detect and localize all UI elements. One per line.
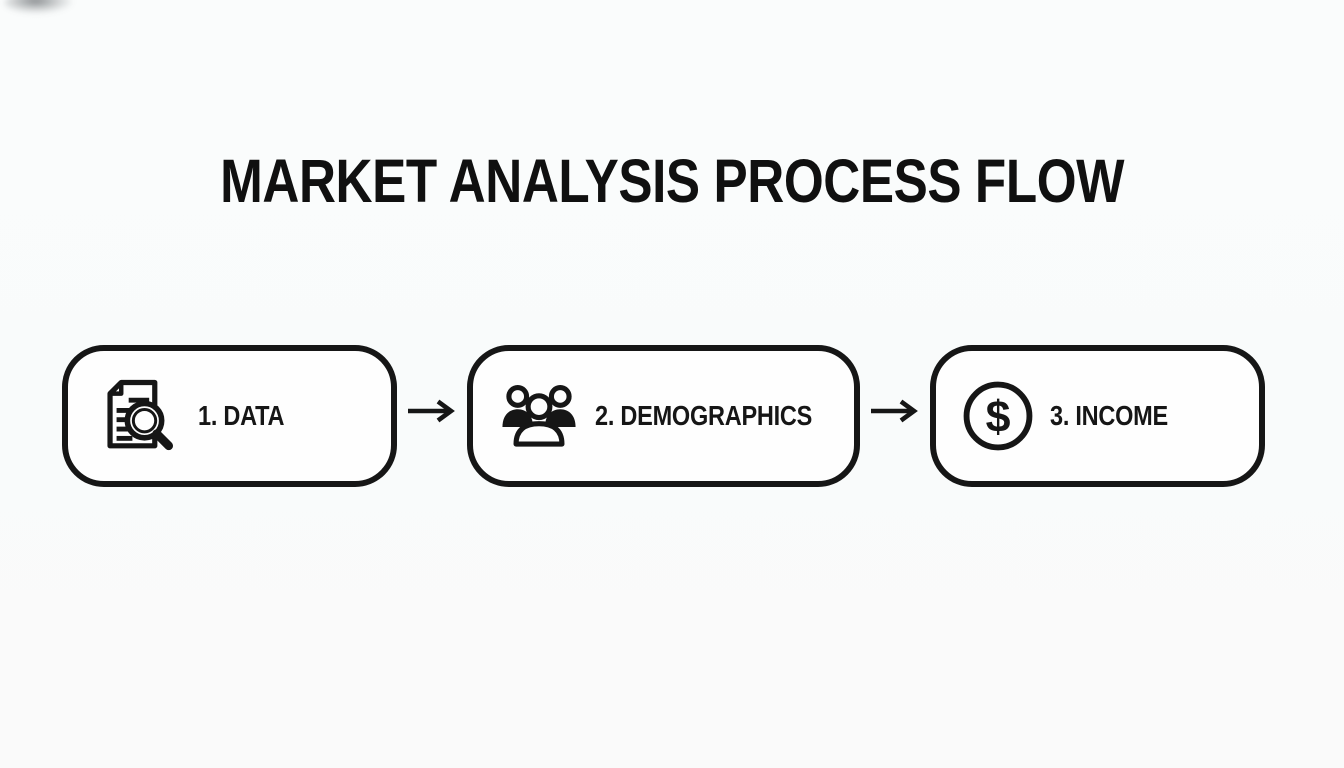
image-artifact-smudge xyxy=(4,0,74,14)
arrow-right-icon xyxy=(868,397,922,425)
step-label-data: 1. DATA xyxy=(198,400,285,431)
diagram-title: MARKET ANALYSIS PROCESS FLOW xyxy=(220,147,1124,215)
title-bar: MARKET ANALYSIS PROCESS FLOW xyxy=(0,146,1344,216)
step-label-demographics: 2. DEMOGRAPHICS xyxy=(595,400,813,431)
dollar-glyph: $ xyxy=(986,392,1011,441)
process-step-box-data: 1. DATA xyxy=(62,345,397,487)
dollar-circle-icon: $ xyxy=(961,379,1035,453)
connector-2 xyxy=(860,344,930,488)
document-search-icon xyxy=(93,375,183,457)
process-flow-row: 1. DATA 2. DEMO xyxy=(62,344,1265,488)
process-step-box-demographics: 2. DEMOGRAPHICS xyxy=(467,345,860,487)
step-label-income: 3. INCOME xyxy=(1050,400,1168,431)
people-group-icon xyxy=(498,382,580,450)
connector-1 xyxy=(397,344,467,488)
arrow-right-icon xyxy=(405,397,459,425)
process-step-box-income: $ 3. INCOME xyxy=(930,345,1265,487)
